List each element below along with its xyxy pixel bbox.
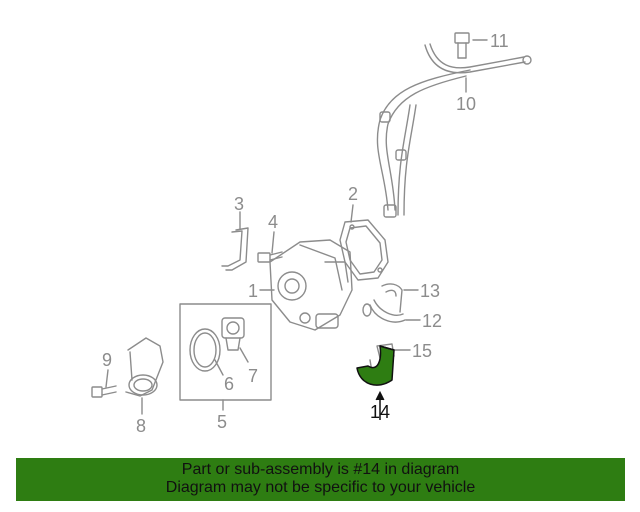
bolt-part-11	[454, 32, 470, 59]
callout-13: 13	[420, 281, 440, 301]
o-ring-part-6	[189, 328, 221, 372]
thermostat-kit-box-part-5	[179, 303, 272, 401]
clamp-part-13	[381, 283, 403, 313]
callout-10: 10	[456, 94, 476, 114]
callout-3: 3	[234, 194, 244, 214]
callout-12: 12	[422, 311, 442, 331]
coolant-pipe-part-10	[376, 43, 532, 218]
callout-9: 9	[102, 350, 112, 370]
bolt-part-4	[257, 251, 283, 263]
callout-1: 1	[248, 281, 258, 301]
parts-diagram: 11 10 2 3 4 1 13 12 15 6 7 5 8 9 14	[91, 31, 532, 436]
hose-part-12	[362, 299, 406, 323]
hose-part-14-highlighted	[356, 345, 395, 420]
callout-5: 5	[217, 412, 227, 432]
banner-line-2: Diagram may not be specific to your vehi…	[165, 479, 476, 496]
callout-8: 8	[136, 416, 146, 436]
callout-15: 15	[412, 341, 432, 361]
thermostat-housing-part-8	[125, 337, 164, 397]
bracket-part-3	[221, 227, 249, 271]
callout-14: 14	[370, 402, 390, 422]
thermostat-part-7	[221, 317, 245, 351]
water-pump-part-1	[269, 239, 353, 331]
callout-11: 11	[490, 31, 509, 51]
banner-line-1: Part or sub-assembly is #14 in diagram	[181, 461, 460, 478]
highlight-notice-banner: Part or sub-assembly is #14 in diagram D…	[16, 458, 625, 501]
callout-7: 7	[248, 366, 258, 386]
callout-4: 4	[268, 212, 278, 232]
callout-labels: 11 10 2 3 4 1 13 12 15 6 7 5 8 9 14	[102, 31, 509, 436]
leader-lines	[105, 39, 488, 415]
callout-6: 6	[224, 374, 234, 394]
callout-2: 2	[348, 184, 358, 204]
bolt-part-9	[91, 385, 117, 398]
